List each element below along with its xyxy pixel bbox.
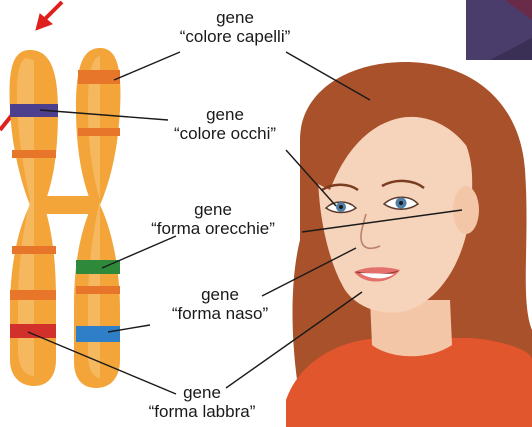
woman-illustration bbox=[286, 62, 532, 427]
label-nose-shape: gene “forma naso” bbox=[140, 285, 300, 323]
label-lips-line1: gene bbox=[112, 383, 292, 402]
label-ears-line1: gene bbox=[118, 200, 308, 219]
label-eye-color: gene “colore occhi” bbox=[140, 105, 310, 143]
label-ears-line2: “forma orecchie” bbox=[118, 219, 308, 238]
label-eyes-line2: “colore occhi” bbox=[140, 124, 310, 143]
label-hair-line1: gene bbox=[150, 8, 320, 27]
red-arrow-icon bbox=[36, 2, 62, 30]
label-eyes-line1: gene bbox=[140, 105, 310, 124]
label-lip-shape: gene “forma labbra” bbox=[112, 383, 292, 421]
corner-thumbnail bbox=[466, 0, 532, 60]
label-ear-shape: gene “forma orecchie” bbox=[118, 200, 308, 238]
label-hair-color: gene “colore capelli” bbox=[150, 8, 320, 46]
label-nose-line2: “forma naso” bbox=[140, 304, 300, 323]
label-lips-line2: “forma labbra” bbox=[112, 402, 292, 421]
label-nose-line1: gene bbox=[140, 285, 300, 304]
label-hair-line2: “colore capelli” bbox=[150, 27, 320, 46]
chromosome bbox=[10, 48, 121, 388]
